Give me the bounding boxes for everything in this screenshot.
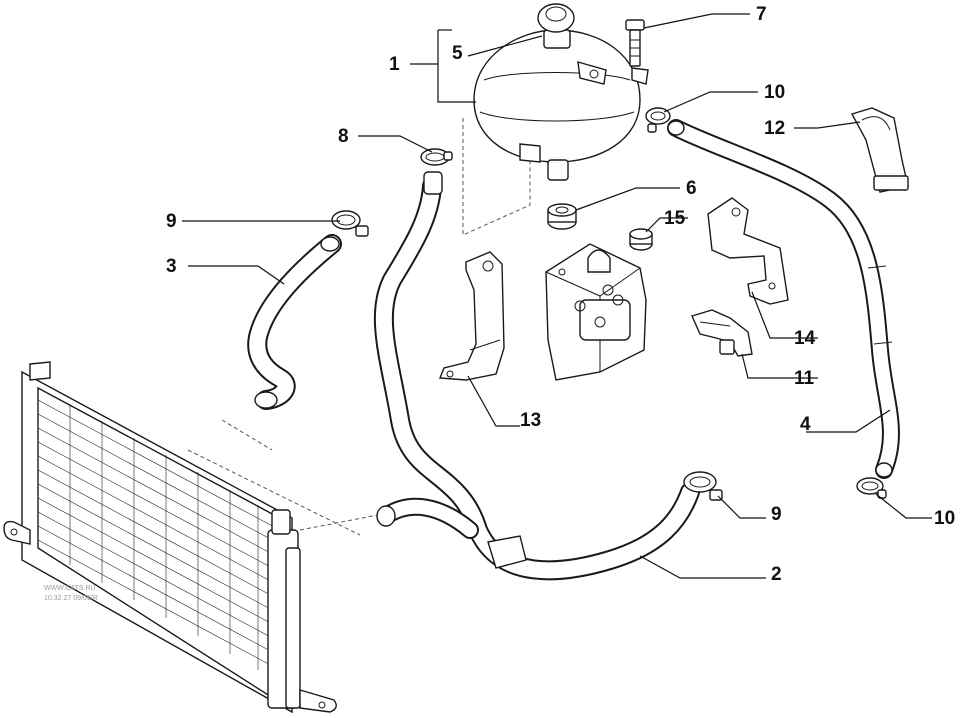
grommet-6 [547,203,577,230]
callout-10-lower: 10 [934,508,955,529]
radiator [3,361,337,714]
bracket-13 [438,251,505,381]
watermark-line-1: WWW.CATS.RU [44,585,96,592]
leader-lines [182,13,932,579]
callout-10-upper: 10 [764,82,785,103]
callout-9-lower: 9 [771,504,782,525]
radiator-outlet-stub [271,509,291,535]
hose-2-top-end [423,171,443,195]
callout-15: 15 [664,208,686,229]
expansion-tank-mount-ear [577,61,607,85]
hose-2-radiator-end [376,505,396,527]
plug-15 [629,228,653,251]
callout-7: 7 [756,4,767,25]
clamp-8 [420,148,453,166]
clamp-9-lower [683,471,723,501]
expansion-tank-outlet [547,159,569,181]
hose-4 [667,119,900,479]
expansion-tank [473,3,641,181]
expansion-tank-nipple [519,143,541,163]
clamp-10-lower [856,477,887,499]
callout-8: 8 [338,126,349,147]
radiator-mount-right [299,689,337,713]
hose-3 [247,234,342,410]
callout-labels: 1 5 7 8 9 3 10 12 6 15 14 11 13 4 9 10 2 [166,4,955,585]
callout-4: 4 [800,414,811,435]
callout-2: 2 [771,564,782,585]
callout-6: 6 [686,178,697,199]
bracket-14 [707,197,789,305]
callout-3: 3 [166,256,177,277]
callout-12: 12 [764,118,785,139]
radiator-top-bracket [29,361,51,381]
clip-11 [691,309,753,357]
watermark-line-2: 10.32.27 09/09/R [44,595,98,602]
hose-2 [373,171,700,581]
hose-2-junction [487,535,527,569]
bracket-12 [850,107,909,193]
radiator-fins [37,399,277,670]
engine-mount [545,243,647,381]
bolt [625,19,649,85]
callout-1: 1 [389,54,400,75]
callout-9-upper: 9 [166,211,177,232]
watermark: WWW.CATS.RU 10.32.27 09/09/R [44,585,98,602]
callout-5: 5 [452,43,463,64]
pressure-cap [537,3,575,33]
callout-13: 13 [520,410,541,431]
callout-11: 11 [794,368,815,389]
clamp-9-upper [331,210,369,237]
callout-14: 14 [794,328,816,349]
expansion-tank-neck [543,29,571,49]
hose-3-end [254,391,278,409]
